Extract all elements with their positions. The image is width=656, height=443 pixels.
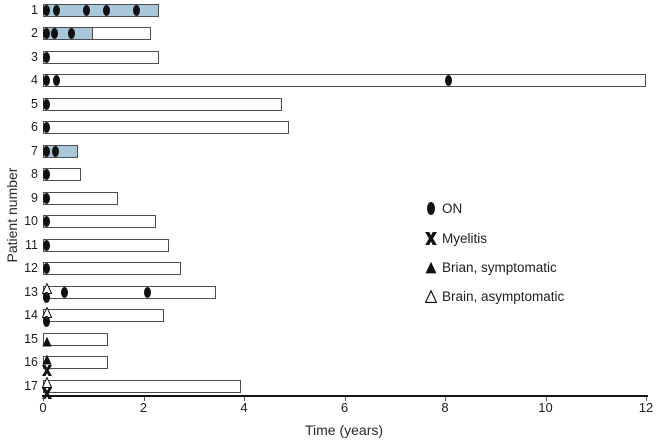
patient-number-label: 10 (24, 214, 38, 228)
on-marker (133, 4, 141, 16)
on-marker (43, 192, 50, 204)
brain-asymptomatic-marker (41, 375, 52, 393)
legend-item-brain_symptomatic: Brian, symptomatic (420, 253, 564, 282)
patient-number-label: 17 (24, 378, 38, 393)
legend-item-brain_asymptomatic: Brain, asymptomatic (420, 282, 564, 311)
myelitis-legend-icon (420, 231, 442, 245)
brain_asymptomatic-legend-icon (420, 290, 442, 304)
on-marker (43, 263, 50, 274)
patient-number-label: 7 (31, 143, 38, 158)
legend-label: Myelitis (442, 230, 488, 246)
on-marker (60, 286, 68, 298)
patient-number-label: 12 (24, 261, 38, 275)
patient-number-label: 6 (31, 120, 38, 134)
x-tick-label: 10 (538, 400, 553, 415)
on-marker (445, 75, 452, 86)
brain-symptomatic-marker (41, 352, 52, 370)
patient-number-label: 14 (24, 308, 38, 322)
patient-number-label: 9 (31, 190, 38, 205)
on-legend-icon (420, 202, 442, 216)
on-marker (43, 315, 50, 327)
on-marker (43, 239, 50, 251)
x-tick (646, 397, 647, 401)
patient-bar (43, 50, 159, 64)
on-marker (103, 4, 111, 16)
patient-bar (43, 3, 159, 17)
patient-number-label: 1 (31, 2, 38, 17)
patient-bar (43, 332, 109, 346)
on-marker (50, 28, 58, 39)
patient-number-label: 2 (31, 26, 38, 40)
patient-bar (43, 74, 646, 87)
patient-number-label: 3 (31, 49, 38, 64)
on-marker (43, 292, 50, 303)
on-marker (53, 75, 61, 86)
on-marker (83, 4, 91, 16)
relapse-period-highlight (44, 145, 78, 157)
on-marker (53, 4, 61, 16)
patient-bar (43, 121, 290, 134)
patient-bar (43, 97, 282, 111)
patient-number-label: 16 (24, 355, 38, 369)
patient-bar (43, 356, 109, 369)
legend-label: ON (442, 201, 463, 217)
patient-bar (43, 262, 182, 275)
patient-bar (43, 238, 169, 252)
x-tick-label: 8 (441, 400, 449, 415)
patient-bar (43, 309, 164, 322)
x-tick (445, 397, 446, 401)
x-tick-label: 4 (240, 400, 248, 415)
brain-symptomatic-marker (41, 334, 52, 352)
x-tick (244, 397, 245, 401)
on-marker (43, 216, 50, 227)
patient-bar (43, 285, 217, 299)
x-tick-label: 2 (139, 400, 148, 415)
on-marker (43, 122, 50, 133)
legend-item-myelitis: Myelitis (420, 223, 564, 252)
on-marker (43, 75, 50, 86)
patient-bar (43, 215, 157, 228)
x-tick (143, 397, 145, 401)
patient-number-label: 11 (25, 237, 38, 252)
patient-number-label: 5 (31, 96, 38, 111)
patient-number-label: 13 (24, 284, 38, 299)
x-tick (43, 397, 44, 401)
on-marker (43, 51, 50, 63)
patient-bar (43, 379, 242, 393)
x-tick-label: 6 (340, 400, 349, 415)
patient-number-label: 8 (31, 167, 38, 181)
on-marker (143, 286, 151, 298)
x-tick-label: 0 (39, 400, 47, 415)
on-marker (43, 145, 50, 157)
on-marker (43, 98, 50, 110)
patient-number-label: 4 (31, 73, 38, 87)
on-icon (427, 202, 435, 216)
patient-bar (43, 27, 152, 40)
on-marker (43, 169, 50, 180)
x-tick-label: 12 (638, 400, 654, 415)
legend-item-on: ON (420, 194, 564, 223)
on-marker (43, 28, 50, 39)
x-axis-title: Time (years) (304, 422, 384, 438)
on-marker (68, 28, 76, 39)
x-tick (545, 397, 547, 401)
on-marker (51, 145, 59, 157)
x-tick (344, 397, 346, 401)
myelitis-marker (41, 363, 52, 381)
brain_symptomatic-legend-icon (420, 261, 442, 274)
relapse-period-highlight (44, 4, 158, 16)
patient-number-label: 15 (24, 331, 38, 346)
legend-label: Brain, asymptomatic (442, 289, 565, 305)
x-axis-line (42, 395, 648, 397)
patient-bar (43, 191, 119, 205)
on-marker (43, 4, 50, 16)
legend-label: Brian, symptomatic (442, 259, 557, 275)
